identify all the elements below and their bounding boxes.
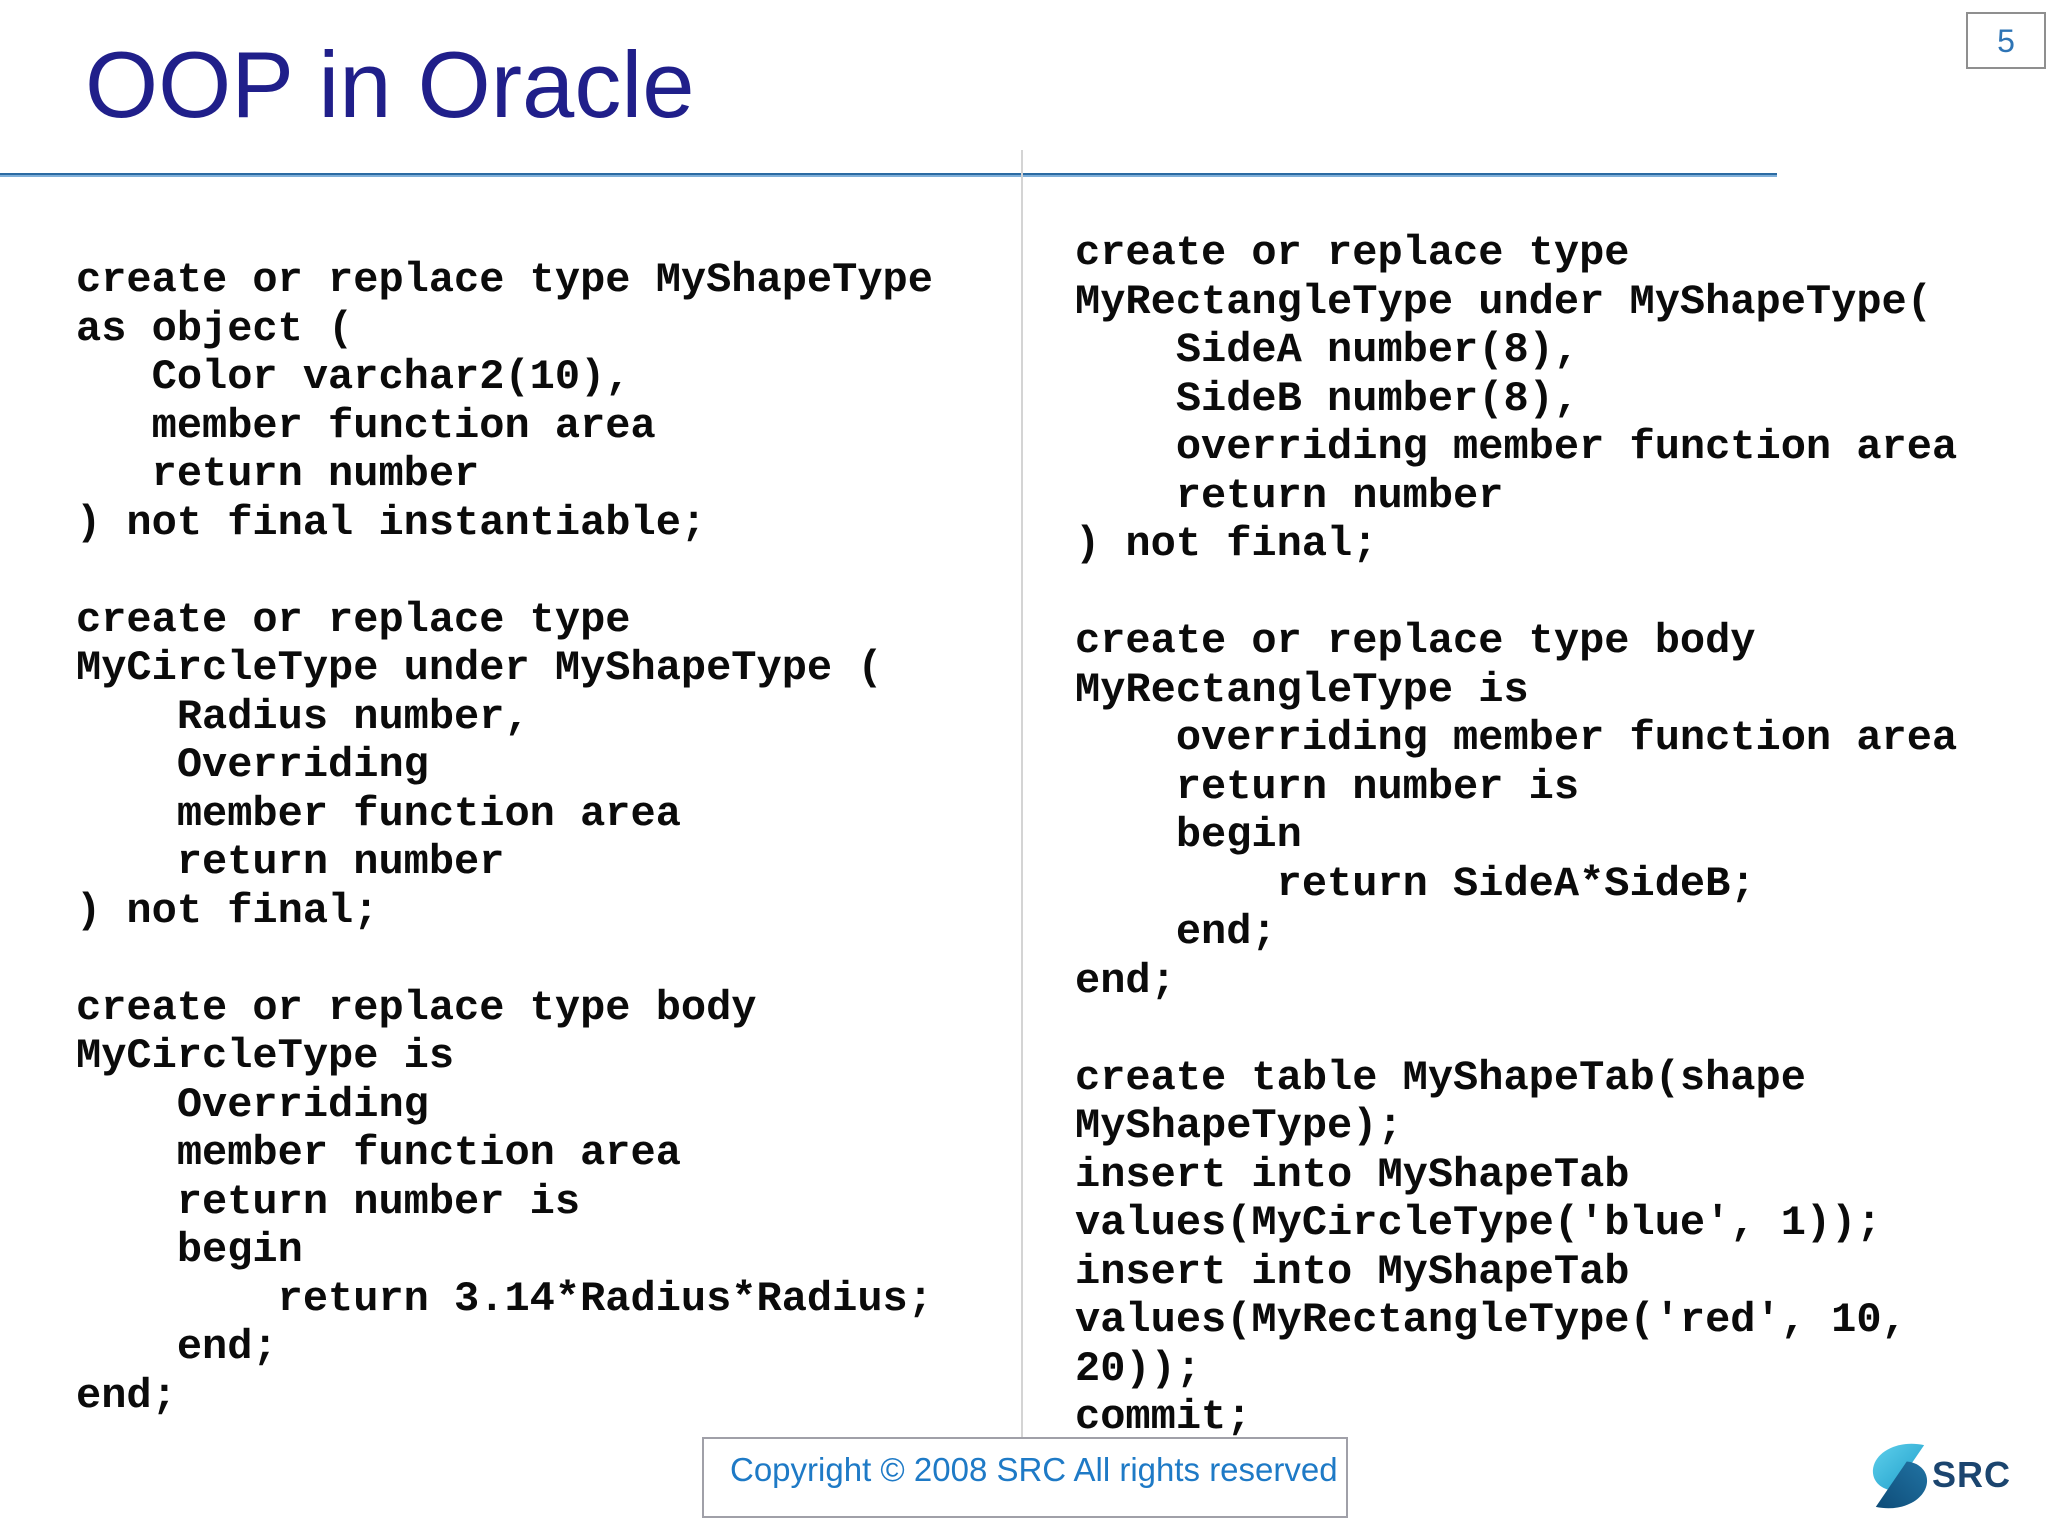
copyright-text: Copyright © 2008 SRC All rights reserved [730, 1451, 1338, 1488]
code-column-right: create or replace type MyRectangleType u… [1075, 229, 1957, 1442]
src-logo-swoosh-icon [1872, 1443, 1928, 1509]
code-block-myshapetype: create or replace type MyShapeType as ob… [76, 256, 933, 547]
page-number: 5 [1997, 22, 2015, 59]
page-number-box: 5 [1966, 12, 2046, 69]
src-logo: SRC [1870, 1440, 2048, 1516]
src-logo-text: SRC [1932, 1454, 2012, 1495]
copyright-box: Copyright © 2008 SRC All rights reserved [702, 1437, 1348, 1518]
code-block-myrectangletype-body: create or replace type body MyRectangleT… [1075, 617, 1958, 1005]
column-divider [1021, 150, 1023, 1437]
code-column-left: create or replace type MyShapeType as ob… [76, 256, 933, 1420]
title-underline [0, 173, 1777, 177]
code-block-table-inserts: create table MyShapeTab(shape MyShapeTyp… [1075, 1053, 1907, 1442]
code-block-mycircletype-body: create or replace type body MyCircleType… [76, 983, 933, 1420]
page-title: OOP in Oracle [85, 32, 695, 137]
code-block-myrectangletype-spec: create or replace type MyRectangleType u… [1075, 229, 1958, 568]
code-block-mycircletype-spec: create or replace type MyCircleType unde… [76, 595, 883, 935]
